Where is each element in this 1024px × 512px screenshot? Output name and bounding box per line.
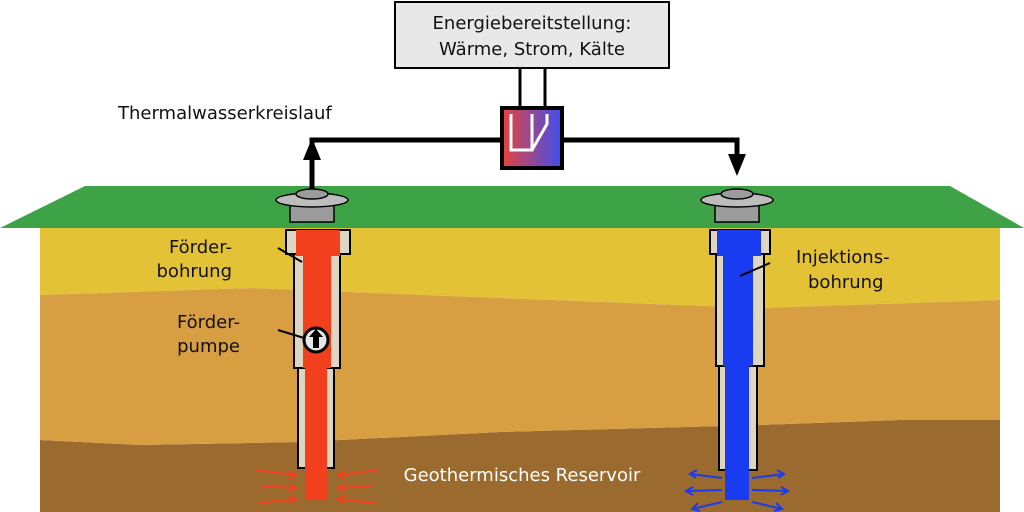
production-wellhead [275, 188, 349, 223]
energy-supply-box: Energiebereitstellung: Wärme, Strom, Käl… [394, 1, 670, 69]
pump-label-line2: pumpe [177, 336, 240, 357]
production-well-label-line1: Förder- [169, 237, 232, 258]
production-well-leader [277, 247, 303, 263]
heat-exchanger-icon [500, 106, 564, 170]
energy-box-line1: Energiebereitstellung: [433, 13, 632, 34]
pump-leader [277, 329, 305, 339]
reservoir-outflow-arrows [683, 469, 791, 512]
injection-wellhead [700, 188, 774, 223]
loop-label: Thermalwasserkreislauf [117, 103, 332, 124]
heat-exchanger-connection [518, 68, 547, 108]
energy-box-line2: Wärme, Strom, Kälte [439, 39, 625, 60]
production-well-label-line2: bohrung [157, 261, 233, 282]
injection-well-label-line2: bohrung [808, 272, 884, 293]
reservoir-inflow-arrows [254, 469, 379, 504]
injection-well-label-line1: Injektions- [796, 247, 890, 268]
pump-label-line1: Förder- [177, 312, 240, 333]
downflow-arrow-icon [728, 154, 746, 176]
injection-well [709, 229, 771, 500]
reservoir-label: Geothermisches Reservoir [404, 465, 641, 486]
bottom-reservoir-layer [40, 420, 1000, 512]
ground-surface [0, 186, 1024, 228]
pump-icon [302, 326, 330, 354]
injection-well-leader [739, 262, 771, 277]
upflow-arrow-icon [303, 138, 321, 160]
